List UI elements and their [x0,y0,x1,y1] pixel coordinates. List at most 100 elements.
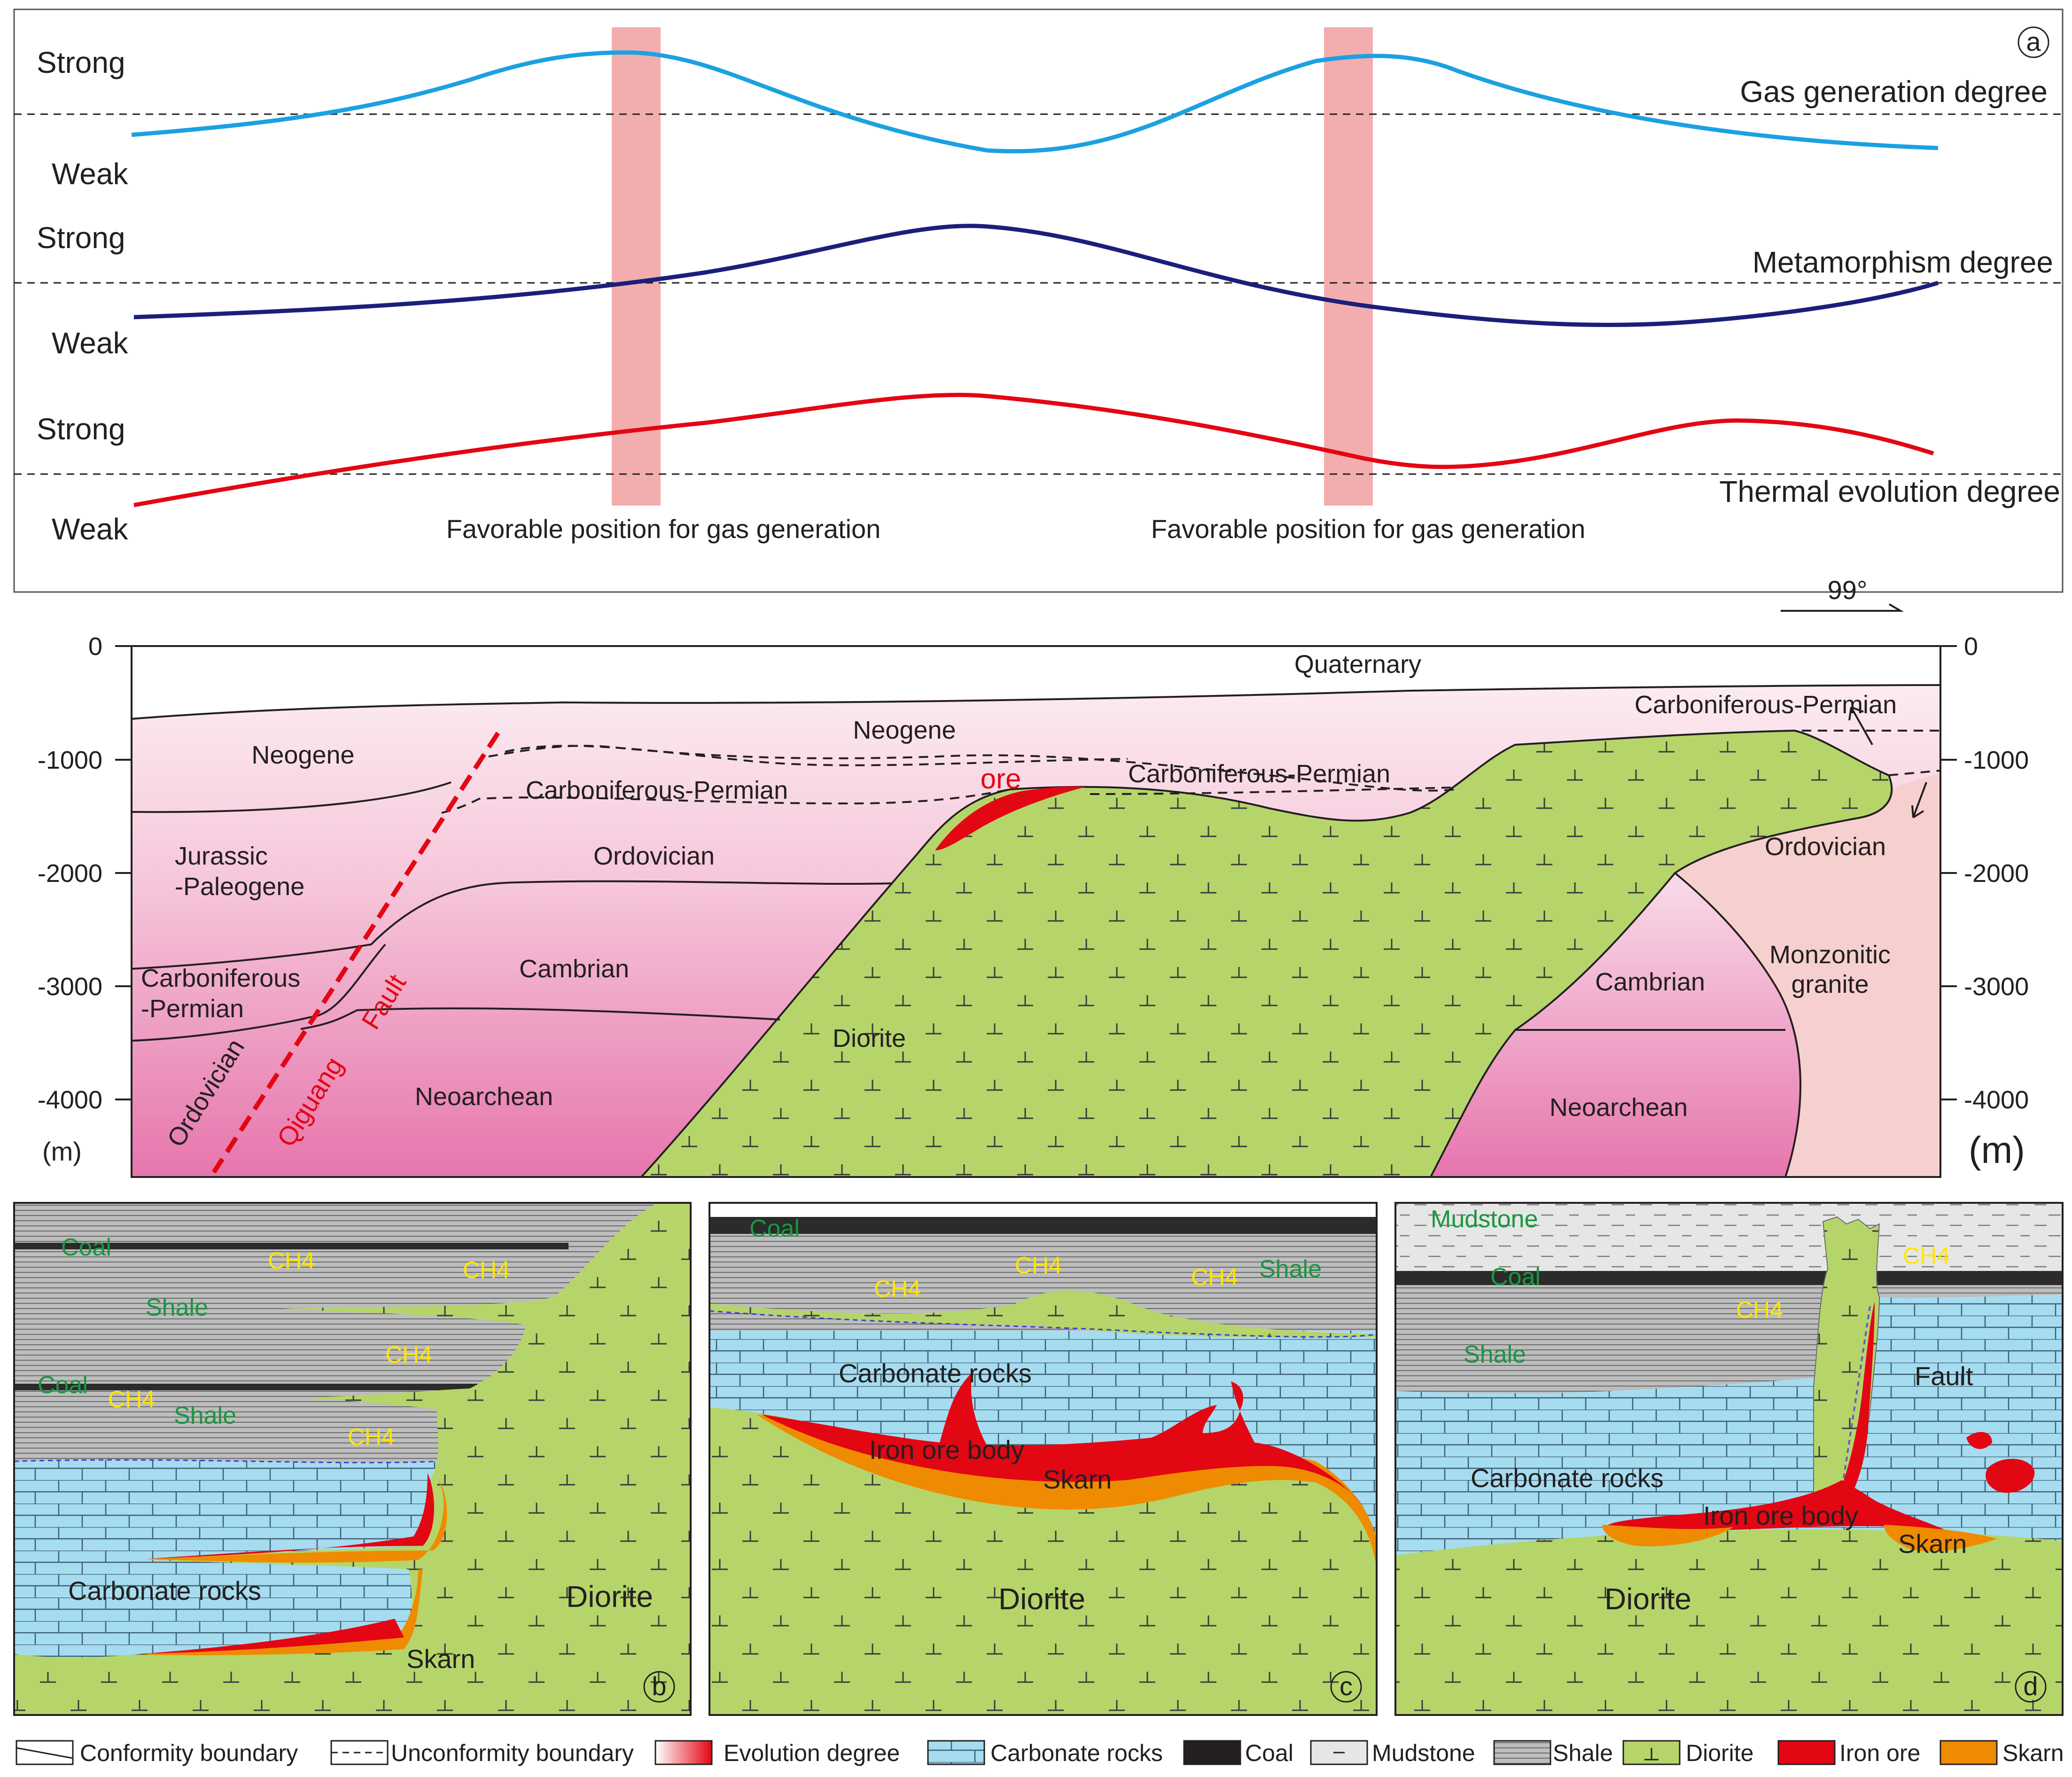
legend-item-unconformity: Unconformity boundary [330,1740,634,1766]
panel-d-iron-label: Iron ore body [1703,1501,1858,1530]
section-frame [131,645,1941,1178]
panel-c-ch4-2: CH4 [1015,1252,1062,1278]
depth-tick-left-3: -3000 [38,973,102,1001]
azimuth-arrow-icon [1781,603,1904,612]
panel-b-coal-label-1: Coal [61,1234,111,1261]
azimuth-label: 99° [1828,575,1868,605]
panel-c-carbonate-label: Carbonate rocks [839,1358,1032,1388]
legend: Conformity boundary Unconformity boundar… [16,1740,2064,1766]
gas-strong-label: Strong [37,46,125,79]
panel-b-skarn-label: Skarn [406,1644,475,1674]
panel-c-coal [709,1217,1377,1234]
label-cp-right: Carboniferous-Permian [1128,760,1390,788]
panel-c-sill [709,1290,1377,1338]
panel-d-mudstone-label: Mudstone [1431,1206,1538,1233]
legend-label-mudstone: Mudstone [1372,1740,1475,1766]
panel-d-ch4-1: CH4 [1736,1297,1783,1323]
ore-body [935,786,1085,850]
label-neogene-mid: Neogene [853,716,956,744]
label-cp-mid: Carboniferous-Permian [526,776,788,804]
panel-b-skarn-2 [141,1569,423,1655]
arrow-down-icon [1911,782,1927,818]
label-ordovician-mid: Ordovician [593,842,715,870]
favorable-label-2: Favorable position for gas generation [1151,514,1586,544]
unit-right: (m) [1969,1129,2025,1171]
panel-c-frame [709,1202,1378,1716]
label-ordovician-right: Ordovician [1765,833,1886,861]
depth-tick-left-0: 0 [88,632,102,661]
legend-label-coal: Coal [1245,1740,1293,1766]
depth-ticks [115,645,1957,1100]
diorite-tee [1644,1748,1659,1761]
monzonitic-granite-body [1675,773,1940,1177]
quaternary-layer [132,646,1940,719]
panel-d-fault-label: Fault [1915,1361,1973,1391]
gas-generation-title: Gas generation degree [1740,75,2048,109]
panel-d-shale-label: Shale [1464,1341,1526,1368]
panel-b-ch4-2: CH4 [463,1257,510,1283]
depth-tick-left-2: -2000 [38,859,102,888]
label-monzonitic-1: Monzonitic [1769,941,1891,969]
panel-c-shale-label: Shale [1259,1255,1322,1283]
panel-d-badge [2015,1671,2047,1703]
panel-a: a Strong Weak Strong Weak Strong Weak Ga… [13,8,2064,593]
legend-label-evolution: Evolution degree [724,1740,900,1766]
grey-lines-icon [1493,1740,1551,1765]
gas-weak-label: Weak [52,157,128,191]
panel-c-label: c [1340,1671,1353,1701]
thermal-strong-label: Strong [37,412,125,446]
arrow-up-icon [1848,706,1873,745]
unit-left: (m) [42,1137,82,1166]
panel-c-coal-label: Coal [749,1215,800,1242]
depth-tick-left-1: -1000 [38,746,102,774]
legend-label-shale: Shale [1553,1740,1613,1766]
panel-b: Coal Coal Shale Shale CH4 CH4 CH4 CH4 CH… [13,1202,692,1716]
label-cp-left-2: -Permian [141,995,244,1023]
panel-c-diorite-label: Diorite [998,1582,1085,1616]
panel-b-diorite-label: Diorite [566,1580,653,1613]
panel-c-badge [1330,1671,1362,1703]
depth-tick-right-4: -4000 [1964,1086,2029,1114]
panel-c-ch4-3: CH4 [1191,1264,1238,1290]
panel-c-iron-label: Iron ore body [869,1435,1024,1465]
label-jurassic-1: Jurassic [175,842,268,870]
panel-d: Mudstone Coal Shale CH4 CH4 Fault Carbon… [1394,1202,2064,1716]
panel-d-ch4-2: CH4 [1903,1243,1950,1269]
panel-a-label: a [2026,27,2041,56]
panel-d-mudstone [1395,1203,2063,1273]
label-ore: ore [981,763,1021,795]
legend-label-carbonate: Carbonate rocks [990,1740,1163,1766]
panel-d-label: d [2023,1671,2038,1701]
panel-d-frame [1394,1202,2064,1716]
black-box-icon [1183,1740,1241,1765]
panel-b-badge [643,1671,675,1703]
qiguang-fault-line [211,732,500,1174]
conformity-stroke [16,1747,73,1759]
panel-d-skarn-2 [1884,1525,1997,1552]
panel-d-skarn-label: Skarn [1898,1529,1967,1559]
panel-a-frame [13,8,2064,593]
panel-c-top-white [709,1203,1377,1217]
panel-b-frame [13,1202,692,1716]
metamorphism-curve [133,224,1939,327]
gradient-red-icon [654,1740,713,1765]
legend-item-iron: Iron ore [1777,1740,1920,1766]
metamorphism-title: Metamorphism degree [1753,245,2053,279]
gas-generation-curve [131,50,1939,154]
legend-item-skarn: Skarn [1940,1740,2064,1766]
label-neoarchean-right: Neoarchean [1550,1093,1688,1122]
label-jurassic-2: -Paleogene [175,873,304,901]
panel-c-ch4-1: CH4 [874,1276,921,1302]
meta-weak-label: Weak [52,326,128,360]
panel-d-shale [1395,1285,2063,1393]
depth-tick-right-1: -1000 [1964,746,2029,774]
panel-c-unconformity [709,1310,1377,1338]
brick-blue-icon [927,1740,985,1765]
unconformity-boundaries [441,730,1941,814]
label-quaternary: Quaternary [1294,650,1421,678]
legend-label-conformity: Conformity boundary [80,1740,298,1766]
label-cp-top-right: Carboniferous-Permian [1635,691,1897,719]
label-cp-left-1: Carboniferous [141,964,300,992]
panel-c: Coal Shale CH4 CH4 CH4 Carbonate rocks I… [709,1202,1378,1716]
meta-strong-label: Strong [37,221,125,255]
